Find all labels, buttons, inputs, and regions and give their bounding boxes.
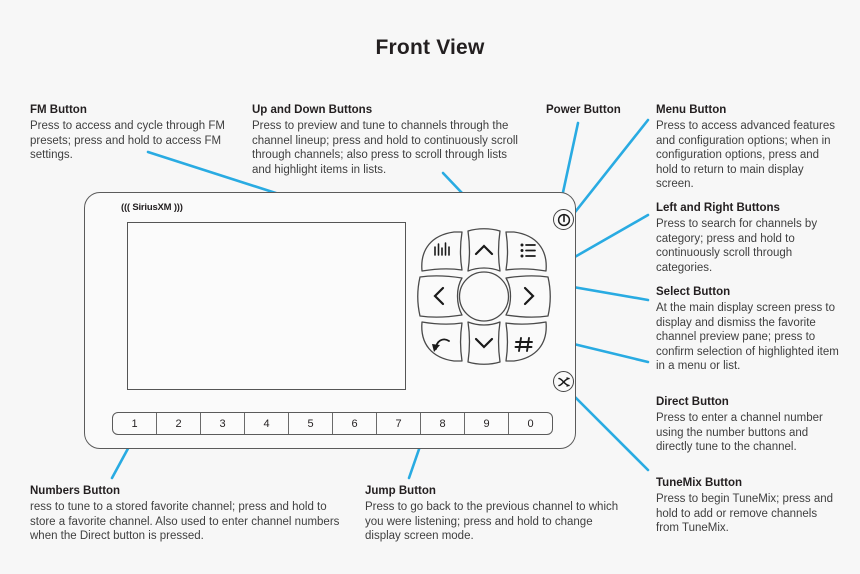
number-button-0[interactable]: 0 (527, 417, 534, 430)
number-button-9[interactable]: 9 (465, 413, 509, 434)
callout-up-down-buttons: Up and Down Buttons Press to preview and… (252, 103, 527, 177)
callout-leftright-body: Press to search for channels by category… (656, 218, 818, 274)
callout-jump-button: Jump Button Press to go back to the prev… (365, 484, 625, 544)
number-button-7[interactable]: 7 (377, 413, 421, 434)
siriusxm-logo: ((( SiriusXM ))) (121, 202, 183, 213)
number-button-6[interactable]: 6 (333, 413, 377, 434)
shuffle-icon (557, 376, 570, 387)
jump-arrowhead-icon (432, 344, 440, 352)
number-button-8[interactable]: 8 (421, 413, 465, 434)
chevron-down-icon (474, 337, 494, 349)
radio-device: ((( SiriusXM ))) (84, 192, 576, 449)
callout-numbers-body: ress to tune to a stored favorite channe… (30, 501, 340, 543)
callout-select-button: Select Button At the main display screen… (656, 285, 842, 374)
callout-select-heading: Select Button (656, 286, 731, 298)
number-button-5[interactable]: 5 (289, 413, 333, 434)
callout-left-right-buttons: Left and Right Buttons Press to search f… (656, 201, 842, 275)
callout-jump-body: Press to go back to the previous channel… (365, 501, 619, 543)
callout-numbers-heading: Numbers Button (30, 485, 121, 497)
menu-button (505, 231, 547, 272)
leader-line-tunemix (568, 390, 650, 472)
left-button (417, 275, 463, 318)
callout-updown-heading: Up and Down Buttons (252, 104, 373, 116)
leader-line-power (560, 121, 580, 199)
callout-fm-body: Press to access and cycle through FM pre… (30, 120, 225, 162)
navigation-pad (416, 227, 552, 377)
display-screen (127, 222, 406, 390)
callout-power-heading: Power Button (546, 104, 621, 116)
chevron-right-icon (523, 286, 535, 306)
callout-updown-body: Press to preview and tune to channels th… (252, 120, 518, 176)
equalizer-icon (434, 242, 450, 256)
number-buttons-row: 1 2 3 4 5 6 7 8 9 0 (112, 412, 553, 435)
right-button (505, 275, 551, 318)
callout-fm-button: FM Button Press to access and cycle thro… (30, 103, 240, 163)
callout-menu-heading: Menu Button (656, 104, 727, 116)
power-icon (557, 213, 570, 226)
callout-menu-body: Press to access advanced features and co… (656, 120, 835, 191)
page-title: Front View (375, 36, 485, 59)
callout-select-body: At the main display screen press to disp… (656, 302, 839, 373)
tunemix-button[interactable] (553, 371, 574, 392)
number-button-4[interactable]: 4 (245, 413, 289, 434)
jump-button (421, 321, 463, 362)
leader-line-leftright (564, 213, 650, 264)
callout-power-button: Power Button (546, 103, 656, 119)
callout-direct-button: Direct Button Press to enter a channel n… (656, 395, 842, 455)
chevron-up-icon (474, 244, 494, 256)
callout-tunemix-heading: TuneMix Button (656, 477, 743, 489)
number-button-2[interactable]: 2 (157, 413, 201, 434)
callout-jump-heading: Jump Button (365, 485, 436, 497)
callout-leftright-heading: Left and Right Buttons (656, 202, 780, 214)
callout-direct-heading: Direct Button (656, 396, 729, 408)
number-button-1[interactable]: 1 (113, 413, 157, 434)
power-button[interactable] (553, 209, 574, 230)
hash-icon (514, 337, 533, 352)
chevron-left-icon (433, 286, 445, 306)
list-icon (520, 243, 536, 258)
callout-tunemix-body: Press to begin TuneMix; press and hold t… (656, 493, 834, 535)
select-button (458, 271, 510, 322)
callout-direct-body: Press to enter a channel number using th… (656, 412, 823, 454)
callout-tunemix-button: TuneMix Button Press to begin TuneMix; p… (656, 476, 842, 536)
callout-numbers-button: Numbers Button ress to tune to a stored … (30, 484, 340, 544)
callout-menu-button: Menu Button Press to access advanced fea… (656, 103, 842, 192)
up-button (467, 228, 501, 272)
callout-fm-heading: FM Button (30, 104, 87, 116)
number-button-3[interactable]: 3 (201, 413, 245, 434)
down-button (467, 321, 501, 365)
